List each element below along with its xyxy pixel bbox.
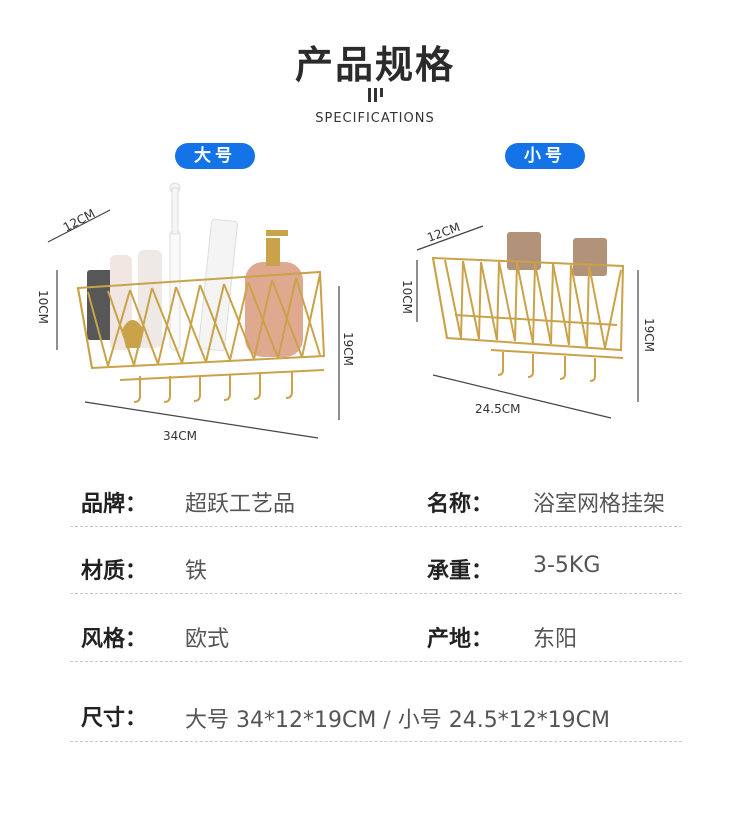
small-height-left-label: 10CM xyxy=(400,280,414,314)
page-subtitle: SPECIFICATIONS xyxy=(315,111,435,126)
brand-label: 品牌： xyxy=(81,492,148,517)
large-rack-image: 12CM 10CM 19CM 34CM xyxy=(36,182,355,443)
page-title: 产品规格 xyxy=(294,43,455,87)
large-width-label: 34CM xyxy=(163,429,197,443)
spec-row-3: 风格： 欧式 产地： 东阳 xyxy=(70,609,682,662)
material-value: 铁 xyxy=(185,559,208,584)
load-label: 承重： xyxy=(427,559,494,584)
large-depth-label: 12CM xyxy=(61,206,98,234)
title-decoration-icon xyxy=(368,88,383,102)
large-height-left-label: 10CM xyxy=(36,290,50,324)
spec-row-4: 尺寸： 大号 34*12*19CM / 小号 24.5*12*19CM xyxy=(70,682,682,742)
small-rack-image: 12CM 10CM 19CM 24.5CM xyxy=(400,220,656,419)
small-depth-label: 12CM xyxy=(425,220,462,245)
size-value: 大号 34*12*19CM / 小号 24.5*12*19CM xyxy=(185,708,611,733)
spec-row-2: 材质： 铁 承重： 3-5KG xyxy=(70,541,682,594)
material-label: 材质： xyxy=(81,559,148,584)
style-label: 风格： xyxy=(81,627,148,652)
name-label: 名称： xyxy=(427,492,494,517)
origin-value: 东阳 xyxy=(533,627,578,652)
small-width-label: 24.5CM xyxy=(475,402,520,416)
style-value: 欧式 xyxy=(185,627,230,652)
large-size-badge: 大号 xyxy=(175,143,255,169)
origin-label: 产地： xyxy=(427,627,494,652)
large-height-right-label: 19CM xyxy=(341,332,355,366)
brand-value: 超跃工艺品 xyxy=(185,492,296,517)
small-height-right-label: 19CM xyxy=(642,318,656,352)
spec-row-1: 品牌： 超跃工艺品 名称： 浴室网格挂架 xyxy=(70,474,682,527)
load-value: 3-5KG xyxy=(533,553,601,578)
small-size-badge: 小号 xyxy=(505,143,585,169)
name-value: 浴室网格挂架 xyxy=(533,492,666,517)
size-label: 尺寸： xyxy=(81,706,148,731)
